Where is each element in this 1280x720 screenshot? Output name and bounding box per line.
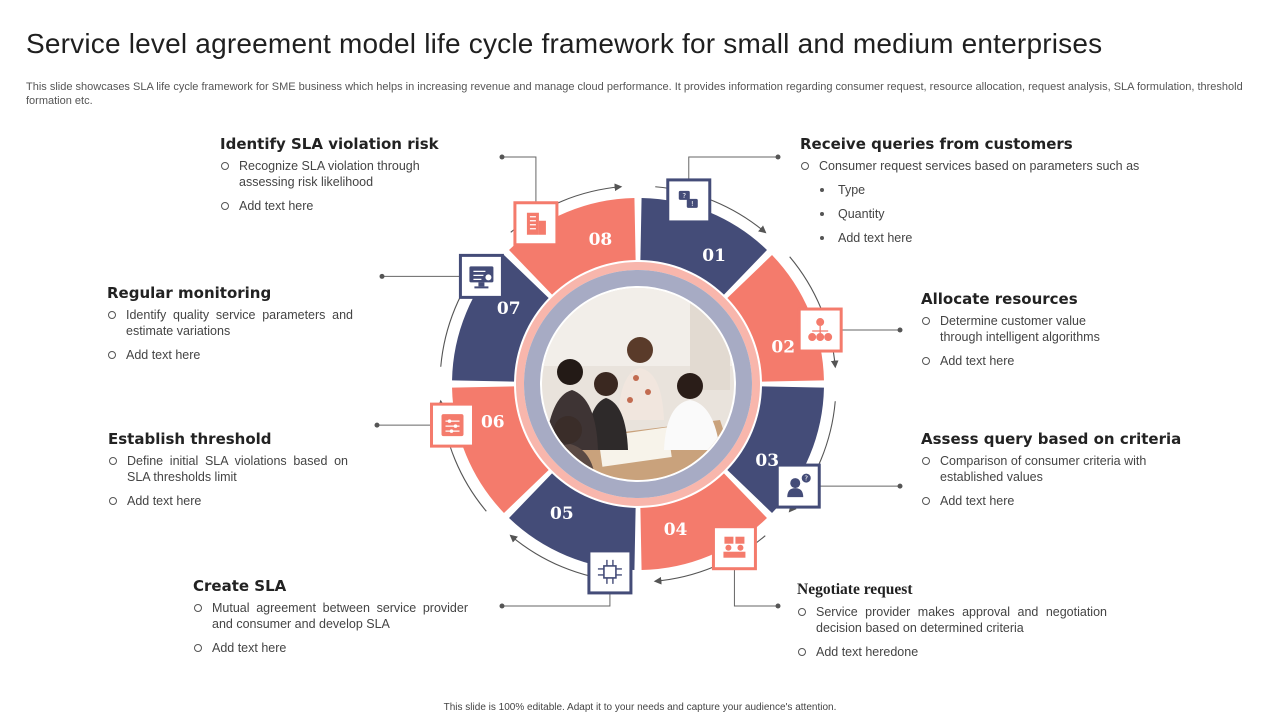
segment-numbers: 01 02 03 04 05 06 07 08 (481, 230, 795, 540)
step-04-block: Negotiate request Service provider makes… (797, 581, 1107, 668)
step-06-point-2: Add text here (108, 493, 348, 509)
step-03-title: Assess query based on criteria (921, 430, 1182, 448)
svg-text:?: ? (804, 475, 808, 483)
step-08-point-1: Recognize SLA violation through assessin… (220, 158, 450, 190)
step-03-point-1: Comparison of consumer criteria with est… (921, 453, 1181, 485)
segment-number-02: 02 (771, 337, 795, 357)
inner-ring-lavender (524, 270, 752, 498)
resource-allocation-icon (797, 307, 843, 353)
leader-dot-6 (374, 422, 380, 428)
step-01-sub-3: Add text here (800, 230, 1180, 246)
step-06-point-1: Define initial SLA violations based on S… (108, 453, 348, 485)
footer-note: This slide is 100% editable. Adapt it to… (443, 702, 837, 713)
leader-line-1 (688, 156, 778, 179)
step-07-block: Regular monitoring Identify quality serv… (107, 284, 353, 371)
step-06-title: Establish threshold (108, 430, 272, 448)
step-08-block: Identify SLA violation risk Recognize SL… (220, 135, 450, 222)
slide-subtitle: This slide showcases SLA life cycle fram… (26, 81, 1243, 107)
step-05-point-1: Mutual agreement between service provide… (193, 600, 468, 632)
svg-text:?: ? (682, 192, 686, 200)
step-06-block: Establish threshold Define initial SLA v… (108, 430, 348, 517)
leader-dot-7 (379, 273, 385, 279)
leader-lines (374, 154, 903, 609)
threshold-settings-icon (430, 402, 476, 448)
segment-number-06: 06 (481, 413, 505, 433)
segment-number-08: 08 (589, 230, 613, 250)
step-07-title: Regular monitoring (107, 284, 272, 302)
step-03-block: Assess query based on criteria Compariso… (921, 430, 1181, 517)
slide-title: Service level agreement model life cycle… (26, 28, 1103, 59)
step-08-point-2: Add text here (220, 198, 450, 214)
step-01-point: Consumer request services based on param… (800, 158, 1180, 174)
leader-line-5 (502, 593, 611, 607)
chat-question-icon: ?! (666, 178, 712, 224)
step-01-title: Receive queries from customers (800, 135, 1073, 153)
step-01-sub-1: Type (800, 182, 1180, 198)
step-05-block: Create SLA Mutual agreement between serv… (193, 577, 468, 664)
leader-dot-4 (775, 603, 781, 609)
step-05-point-2: Add text here (193, 640, 468, 656)
segment-icons: ?!? (430, 178, 843, 595)
step-01-sub-2: Quantity (800, 206, 1180, 222)
negotiation-icon (711, 525, 757, 571)
step-08-title: Identify SLA violation risk (220, 135, 439, 153)
segment-number-03: 03 (755, 451, 779, 471)
step-04-title: Negotiate request (797, 581, 913, 598)
segment-03 (727, 386, 824, 513)
leader-dot-5 (499, 603, 505, 609)
segment-07 (452, 255, 549, 382)
step-01-block: Receive queries from customers Consumer … (800, 135, 1180, 254)
segment-04 (640, 473, 767, 570)
step-02-point-2: Add text here (921, 353, 1121, 369)
monitor-dashboard-icon (458, 253, 504, 299)
segment-number-04: 04 (664, 520, 688, 540)
user-question-icon: ? (775, 463, 821, 509)
svg-text:!: ! (691, 200, 694, 208)
step-02-title: Allocate resources (921, 290, 1078, 308)
building-risk-icon (513, 201, 559, 247)
step-02-point-1: Determine customer value through intelli… (921, 313, 1121, 345)
step-02-block: Allocate resources Determine customer va… (921, 290, 1121, 377)
step-05-title: Create SLA (193, 577, 287, 595)
step-04-point-2: Add text heredone (797, 644, 1107, 660)
step-07-point-2: Add text here (107, 347, 353, 363)
circuit-chip-icon (587, 549, 633, 595)
inner-ring-pink (516, 262, 760, 506)
leader-line-4 (733, 569, 778, 607)
leader-line-8 (502, 156, 537, 202)
segment-05 (509, 473, 636, 570)
step-07-point-1: Identify quality service parameters and … (107, 307, 353, 339)
segment-06 (452, 386, 549, 513)
leader-dot-3 (897, 483, 903, 489)
segment-number-05: 05 (550, 504, 574, 524)
segment-number-01: 01 (702, 246, 726, 266)
segment-number-07: 07 (497, 299, 521, 319)
cycle-segments (452, 198, 824, 570)
leader-dot-2 (897, 327, 903, 333)
leader-dot-8 (499, 154, 505, 160)
step-03-point-2: Add text here (921, 493, 1181, 509)
step-04-point-1: Service provider makes approval and nego… (797, 604, 1107, 636)
leader-dot-1 (775, 154, 781, 160)
segment-08 (509, 198, 636, 295)
